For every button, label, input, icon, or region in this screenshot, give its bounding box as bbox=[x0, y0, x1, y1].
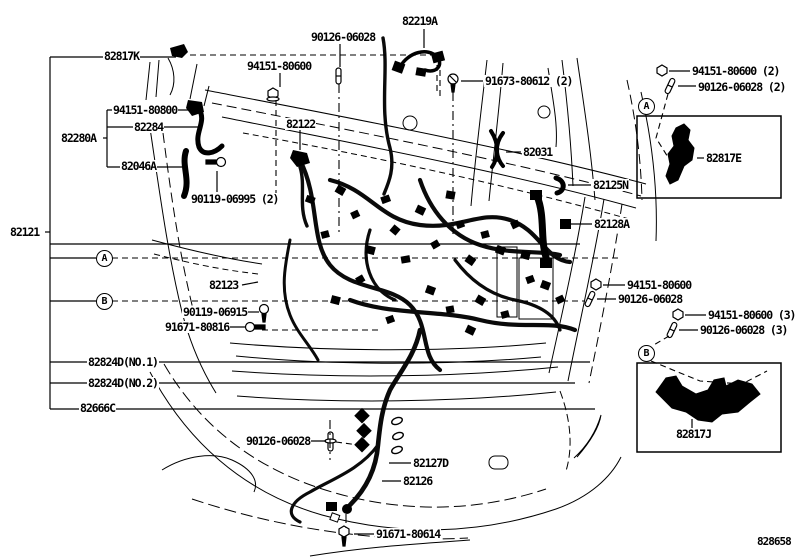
callout-90119-06995[interactable]: 90119-06995 (2) bbox=[190, 192, 279, 206]
part-82219A-shape bbox=[391, 50, 446, 77]
harness-connectors bbox=[304, 184, 566, 336]
callout-82031[interactable]: 82031 bbox=[522, 145, 553, 159]
callout-82817E[interactable]: 82817E bbox=[705, 151, 742, 165]
stud-icon-90126-06028-3 bbox=[666, 321, 678, 339]
callout-82122[interactable]: 82122 bbox=[285, 117, 316, 131]
figure-code: 828658 bbox=[757, 535, 792, 548]
callout-91671-80614[interactable]: 91671-80614 bbox=[375, 527, 441, 541]
stud-icon-90126-06028-2 bbox=[664, 77, 676, 95]
stud-icon-90126-06028-mid bbox=[584, 290, 596, 308]
bolt-icon-90119-06915 bbox=[258, 303, 270, 323]
callout-82817J[interactable]: 82817J bbox=[675, 427, 712, 441]
wire-harness-drawing bbox=[282, 36, 578, 524]
callout-94151-80600-3[interactable]: 94151-80600 (3) bbox=[707, 308, 796, 322]
bolt-icon-91671-80614 bbox=[338, 525, 350, 547]
bolt-icon-91673-80612 bbox=[447, 73, 459, 93]
callout-82666C[interactable]: 82666C bbox=[79, 401, 116, 415]
callout-82824D-no2[interactable]: 82824D(NO.2) bbox=[87, 376, 159, 390]
detail-box-a bbox=[636, 115, 782, 199]
dashed-reference-lines bbox=[112, 54, 768, 528]
callout-90126-06028-mid[interactable]: 90126-06028 bbox=[617, 292, 683, 306]
callout-82126[interactable]: 82126 bbox=[402, 474, 433, 488]
part-82284-shape bbox=[195, 106, 225, 156]
callout-90119-06915[interactable]: 90119-06915 bbox=[182, 305, 248, 319]
part-82817J-shape bbox=[655, 375, 761, 423]
nut-icon-94151-80600-mid bbox=[590, 278, 602, 291]
callout-90126-06028-2[interactable]: 90126-06028 (2) bbox=[697, 80, 786, 94]
part-82817E-shape bbox=[665, 123, 695, 185]
nut-icon-94151-80600-top bbox=[266, 87, 280, 102]
fastener-icons bbox=[205, 64, 684, 547]
part-shapes bbox=[170, 44, 761, 523]
callout-82824D-no1[interactable]: 82824D(NO.1) bbox=[87, 355, 159, 369]
detail-box-b bbox=[636, 362, 782, 453]
callout-82121[interactable]: 82121 bbox=[9, 225, 40, 239]
callout-90126-06028-bottom[interactable]: 90126-06028 bbox=[245, 434, 311, 448]
callout-82284[interactable]: 82284 bbox=[133, 120, 164, 134]
part-82122-shape bbox=[290, 150, 310, 167]
callout-94151-80600-2[interactable]: 94151-80600 (2) bbox=[691, 64, 780, 78]
callout-82817K[interactable]: 82817K bbox=[103, 49, 140, 63]
callout-94151-80600-mid[interactable]: 94151-80600 bbox=[626, 278, 692, 292]
callout-82128A[interactable]: 82128A bbox=[593, 217, 630, 231]
callout-82123[interactable]: 82123 bbox=[208, 278, 239, 292]
bolt-icon-90119-06995 bbox=[205, 156, 227, 168]
part-82046A-shape bbox=[181, 148, 190, 199]
callout-90126-06028-top[interactable]: 90126-06028 bbox=[310, 30, 376, 44]
callout-91673-80612[interactable]: 91673-80612 (2) bbox=[484, 74, 573, 88]
callout-90126-06028-3[interactable]: 90126-06028 (3) bbox=[699, 323, 788, 337]
view-marker-a-right: A bbox=[638, 98, 655, 115]
callout-82125N[interactable]: 82125N bbox=[592, 178, 629, 192]
part-82128A-shape bbox=[530, 190, 571, 268]
nut-icon-94151-80600-2 bbox=[656, 64, 668, 77]
view-marker-b-left: B bbox=[96, 293, 113, 310]
part-82817K-shape bbox=[170, 44, 188, 58]
callout-94151-80600-top[interactable]: 94151-80600 bbox=[246, 59, 312, 73]
part-82031-shape bbox=[489, 129, 505, 169]
callout-82219A[interactable]: 82219A bbox=[401, 14, 438, 28]
callout-82280A[interactable]: 82280A bbox=[60, 131, 97, 145]
bolt-icon-91671-80816 bbox=[244, 321, 266, 333]
callout-82046A[interactable]: 82046A bbox=[120, 159, 157, 173]
bumper-harness-connectors bbox=[326, 407, 404, 523]
view-marker-b-right: B bbox=[638, 345, 655, 362]
nut-icon-94151-80600-3 bbox=[672, 308, 684, 321]
view-marker-a-left: A bbox=[96, 250, 113, 267]
callout-82127D[interactable]: 82127D bbox=[412, 456, 449, 470]
callout-91671-80816[interactable]: 91671-80816 bbox=[164, 320, 230, 334]
stud-icon-90126-06028-top bbox=[335, 67, 342, 85]
part-82125N-shape bbox=[553, 175, 566, 196]
callout-94151-80800[interactable]: 94151-80800 bbox=[112, 103, 178, 117]
